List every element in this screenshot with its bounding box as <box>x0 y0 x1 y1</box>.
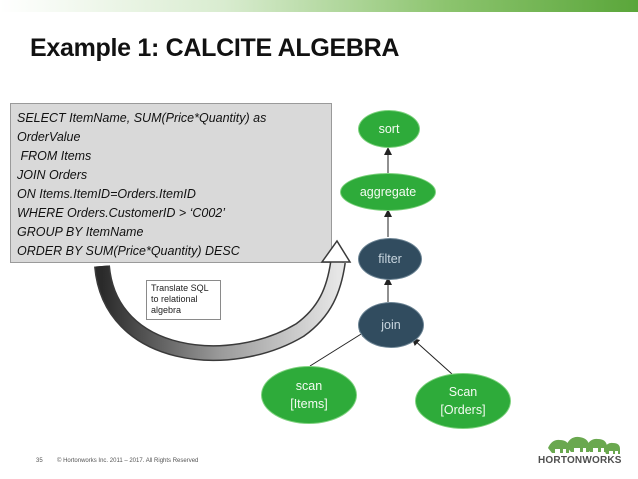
sql-line: FROM Items <box>17 149 92 163</box>
node-join: join <box>358 302 424 348</box>
slide-title: Example 1: CALCITE ALGEBRA <box>30 34 400 62</box>
sql-line: ON Items.ItemID=Orders.ItemID <box>17 187 196 201</box>
sql-line: OrderValue <box>17 130 81 144</box>
edge-scan-items-join <box>309 329 368 367</box>
note-line: to relational <box>151 294 198 304</box>
node-sort: sort <box>358 110 420 148</box>
sql-line: GROUP BY ItemName <box>17 225 144 239</box>
node-scan-items: scan [Items] <box>261 366 357 424</box>
node-label: Scan <box>448 385 478 399</box>
note-line: algebra <box>151 305 182 315</box>
hortonworks-logo: HORTONWORKS <box>538 455 622 466</box>
top-accent-bar <box>0 0 638 12</box>
node-scan-orders: Scan [Orders] <box>415 373 511 429</box>
translate-note: Translate SQL to relational algebra <box>146 280 221 320</box>
sql-line: JOIN Orders <box>17 168 88 182</box>
node-aggregate: aggregate <box>340 173 436 211</box>
sql-query-box: SELECT ItemName, SUM(Price*Quantity) as … <box>10 103 332 263</box>
node-filter: filter <box>358 238 422 280</box>
node-label: filter <box>378 252 402 266</box>
sql-line: SELECT ItemName, SUM(Price*Quantity) as <box>17 111 267 125</box>
edge-scan-orders-join <box>411 337 453 375</box>
node-label: [Items] <box>290 397 328 411</box>
note-line: Translate SQL <box>151 283 209 293</box>
sql-line: ORDER BY SUM(Price*Quantity) DESC <box>17 244 240 258</box>
node-label: scan <box>295 379 323 393</box>
sql-line: WHERE Orders.CustomerID > ‘C002’ <box>17 206 226 220</box>
node-label: join <box>381 318 401 332</box>
node-label: sort <box>378 122 400 136</box>
page-number: 35 <box>36 458 43 464</box>
copyright-text: © Hortonworks Inc. 2011 – 2017. All Righ… <box>57 458 199 464</box>
node-label: aggregate <box>359 185 417 199</box>
translate-curved-arrow <box>94 239 352 361</box>
node-label: [Orders] <box>440 403 486 417</box>
